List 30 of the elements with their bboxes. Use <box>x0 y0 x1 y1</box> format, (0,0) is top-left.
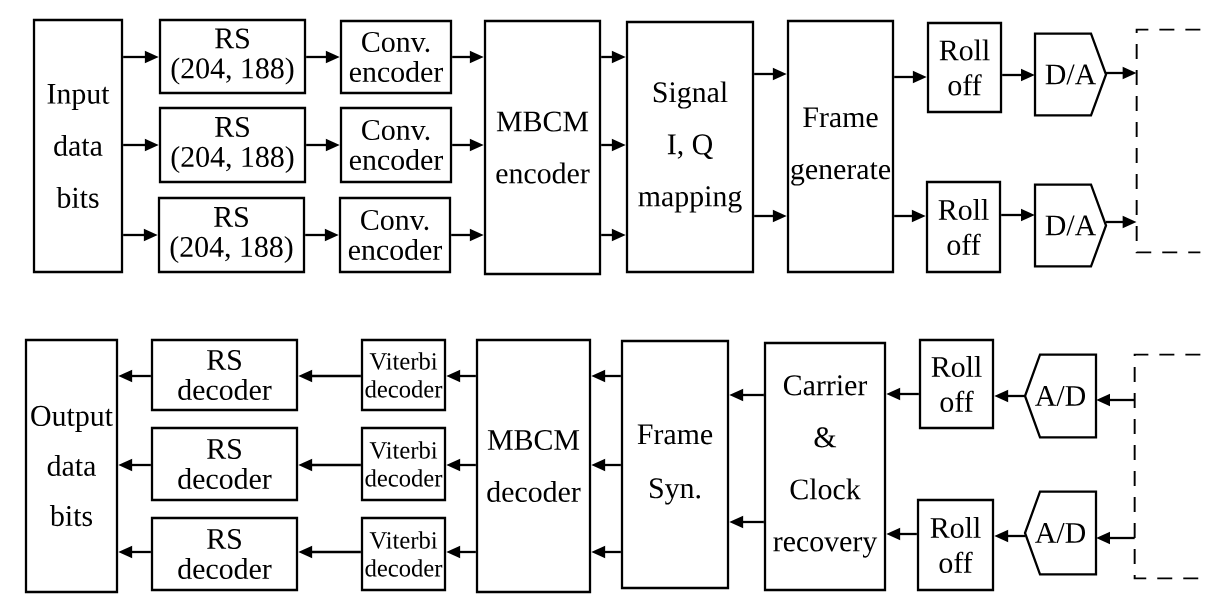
process-box: MBCM encoder <box>483 19 602 276</box>
dashed-box <box>1135 28 1202 254</box>
process-box: Conv. encoder <box>339 106 453 184</box>
process-box: Input data bits <box>32 18 124 274</box>
dashed-box <box>1133 353 1202 580</box>
process-box: Viterbi decoder <box>360 338 447 412</box>
process-box: Roll off <box>918 338 995 430</box>
process-box: RS (204, 188) <box>157 196 306 274</box>
converter-block: A/D <box>1023 353 1098 439</box>
process-box: RS decoder <box>150 426 299 502</box>
process-box: RS (204, 188) <box>158 106 307 184</box>
process-box: Viterbi decoder <box>360 516 447 592</box>
process-box: Roll off <box>926 21 1003 114</box>
process-box: RS decoder <box>150 516 299 592</box>
process-box: Carrier & Clock recovery <box>763 341 887 592</box>
process-box: RS decoder <box>150 338 299 412</box>
process-box: Frame Syn. <box>620 339 730 590</box>
process-box: Conv. encoder <box>339 19 453 95</box>
process-box: Output data bits <box>24 338 119 594</box>
process-box: Frame generate <box>786 19 895 274</box>
process-box: Roll off <box>925 180 1002 274</box>
process-box: Conv. encoder <box>338 196 452 274</box>
process-box: RS (204, 188) <box>158 18 307 95</box>
process-box: MBCM decoder <box>475 338 592 594</box>
process-box: Viterbi decoder <box>360 426 447 502</box>
converter-block: D/A <box>1033 183 1108 268</box>
process-box: Signal I, Q mapping <box>625 20 755 274</box>
converter-block: D/A <box>1033 32 1108 117</box>
converter-block: A/D <box>1023 490 1098 576</box>
process-box: Roll off <box>916 498 995 592</box>
